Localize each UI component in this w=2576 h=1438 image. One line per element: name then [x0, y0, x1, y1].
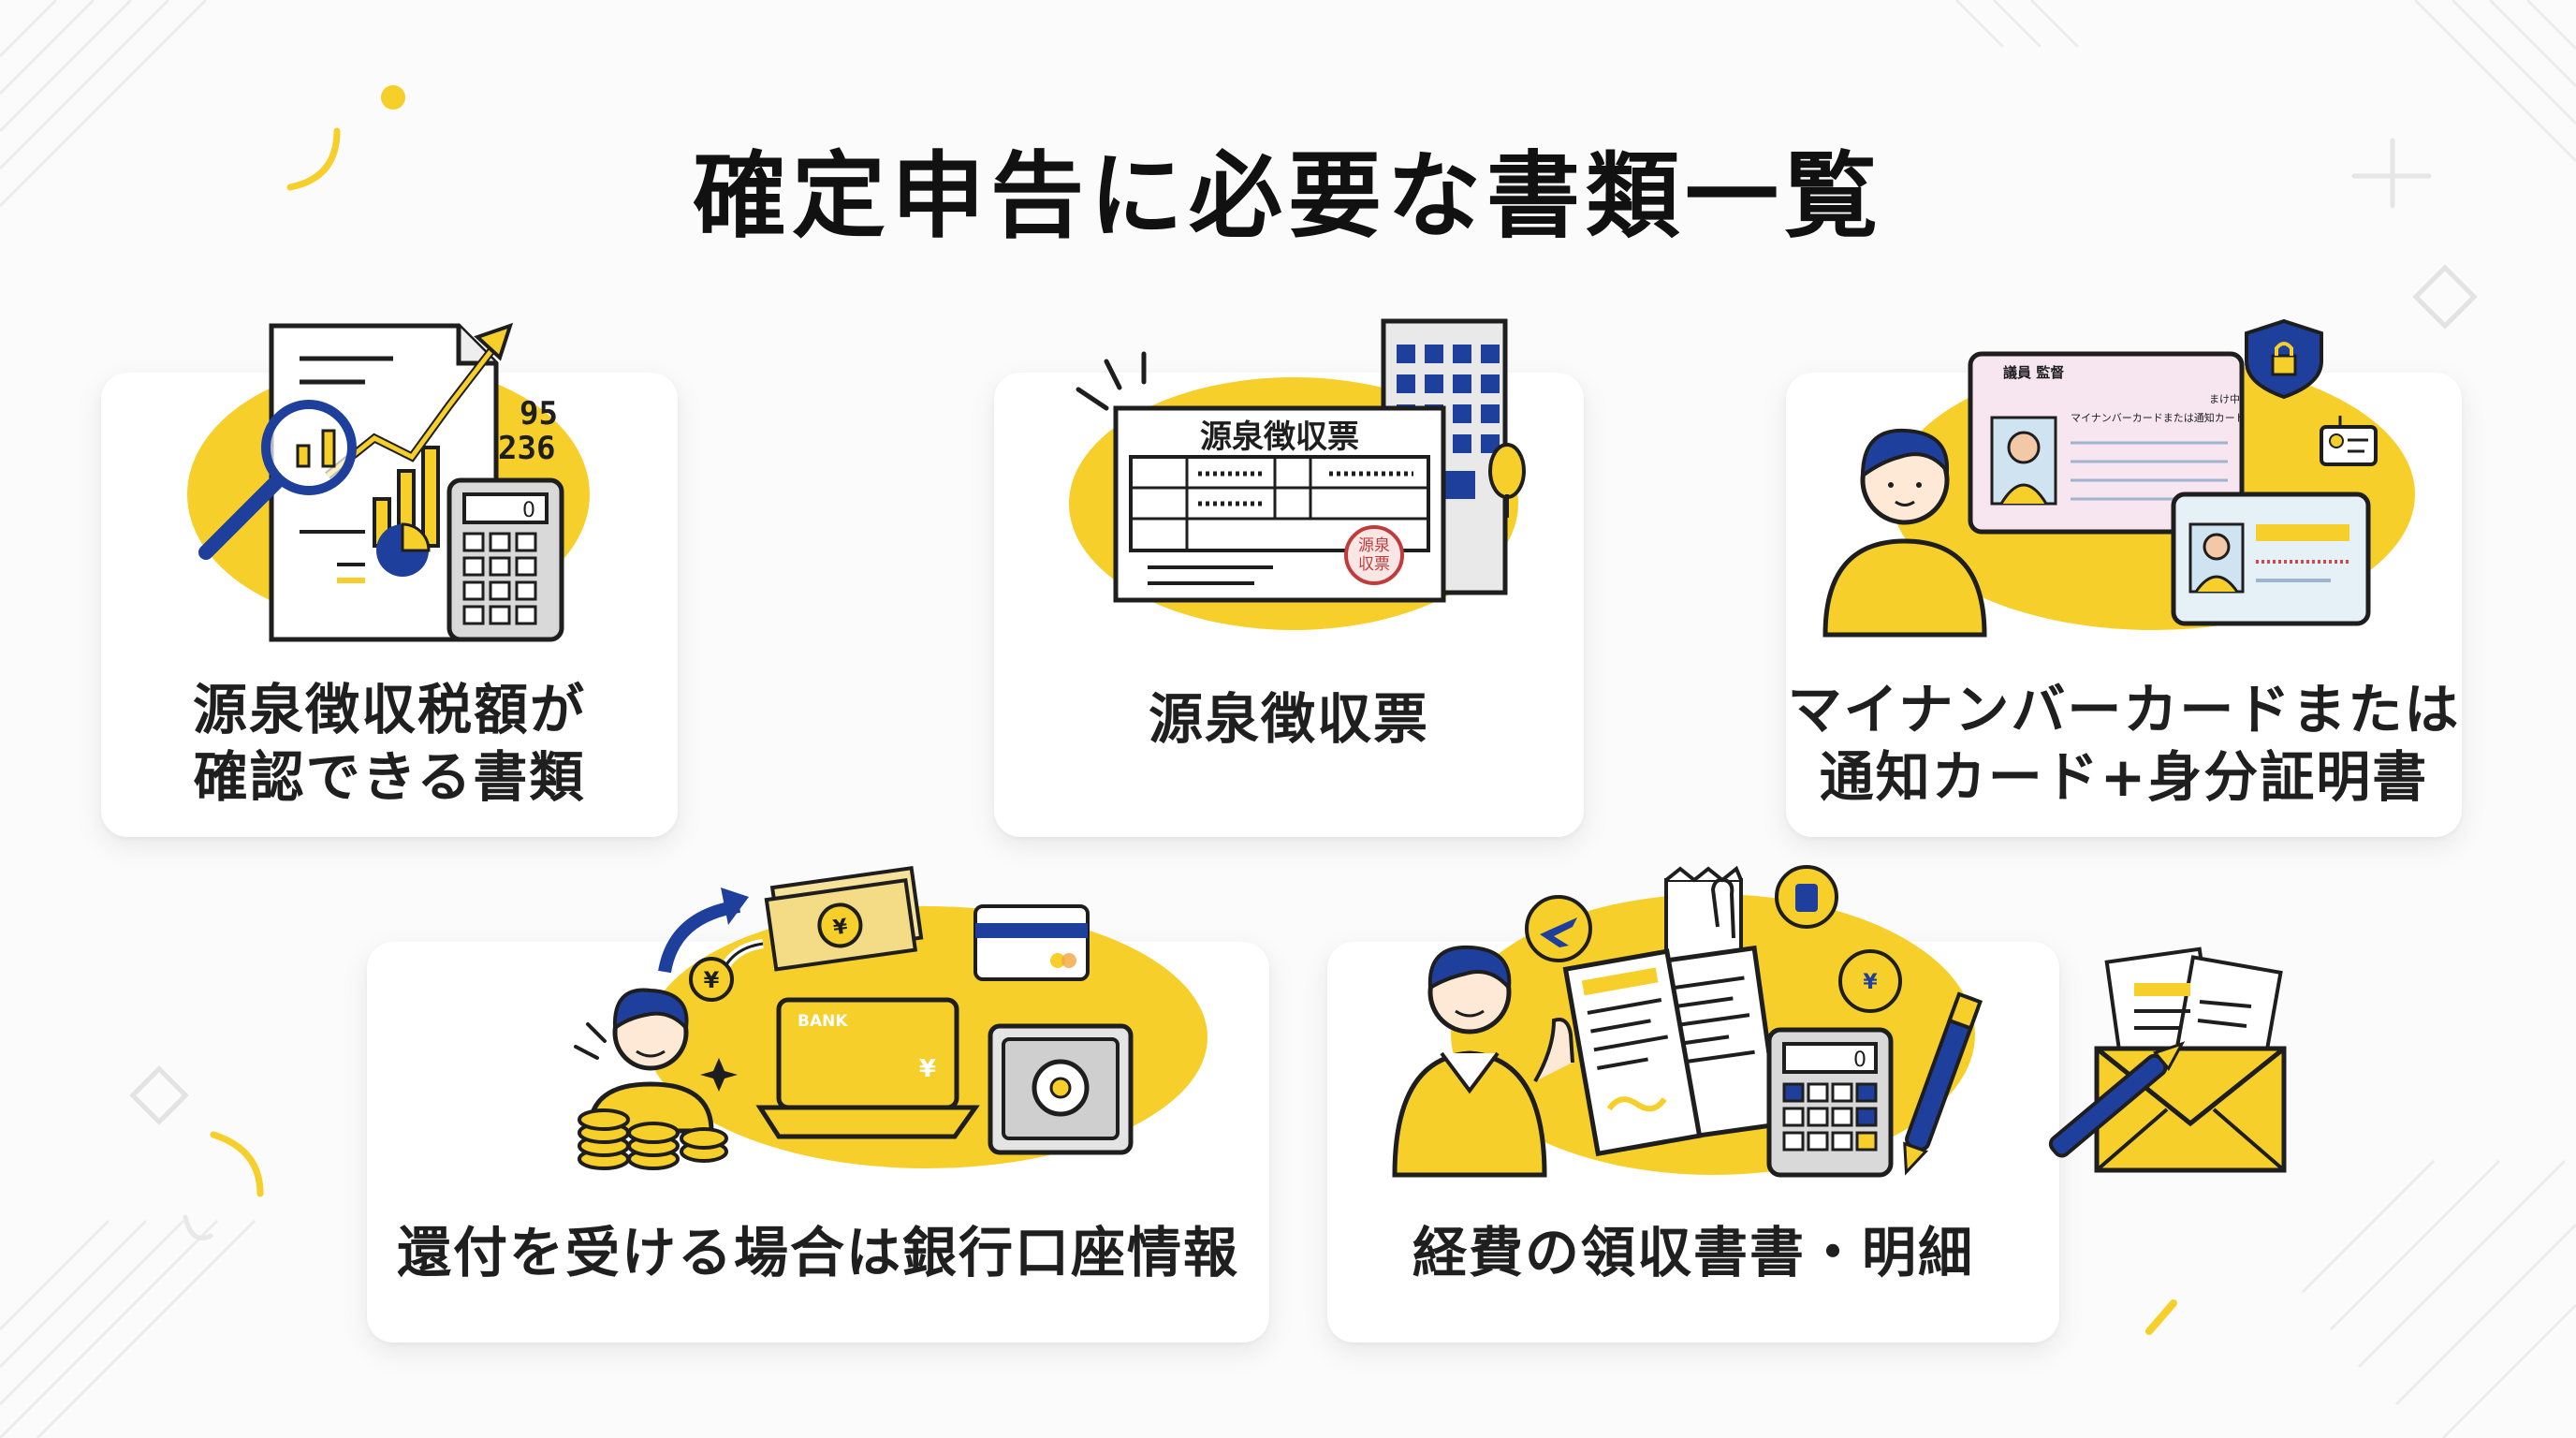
calc-display: 0 [522, 499, 535, 522]
receipts-calculator-icon: ¥ 0 [1392, 865, 2287, 1178]
card-5-line1: 経費の領収書書・明細 [1412, 1221, 1974, 1284]
card-3-line1: マイナンバーカードまたは [1787, 678, 2461, 741]
hatch-top-right [1954, 0, 2576, 163]
numbers-bottom: 236 [498, 430, 555, 467]
diamond-outline-left [129, 1065, 189, 1125]
card-3-line2: 通知カード+身分証明書 [1819, 745, 2429, 809]
card-3-text: マイナンバーカードまたは 通知カード+身分証明書 [1786, 676, 2462, 811]
card-1-text: 源泉徴収税額が 確認できる書類 [101, 676, 678, 811]
yen-note-text: ¥ [831, 915, 849, 940]
bank-label: BANK [798, 1012, 848, 1031]
yellow-dot [381, 85, 405, 110]
calc2-display: 0 [1853, 1049, 1866, 1072]
card-2-line1: 源泉徴収票 [1148, 687, 1429, 751]
yen-card-text: ¥ [919, 1055, 936, 1083]
id-caption: マイナンバーカードまたは通知カード [2071, 411, 2246, 424]
numbers-top: 95 [520, 395, 558, 433]
stamp-top: 源泉 [1358, 536, 1390, 555]
yen-coin-text: ¥ [704, 967, 720, 993]
hatch-bottom-right [2301, 1159, 2576, 1438]
page-title: 確定申告に必要な書類一覧 [693, 141, 1883, 251]
card-1-line1: 源泉徴収税額が [192, 678, 586, 741]
sparkle-outline [2351, 138, 2432, 209]
bank-money-safe-icon: ¥ ¥ BANK ¥ [574, 865, 1208, 1170]
withholding-slip-building-icon: 源泉徴収票 源泉 収票 [1069, 318, 1526, 630]
id-card-person-icon: 議員 監督 まけ中 マイナンバーカードまたは通知カード [1822, 318, 2415, 638]
card-5-text: 経費の領収書書・明細 [1327, 1219, 2059, 1286]
card-4-text: 還付を受ける場合は銀行口座情報 [367, 1219, 1269, 1286]
yellow-arc-top [286, 127, 341, 191]
yellow-dash [2145, 1299, 2177, 1335]
card-1-line2: 確認できる書類 [193, 745, 586, 809]
id-header: 議員 監督 [2003, 364, 2064, 381]
hatch-top-left [0, 0, 208, 208]
yellow-arc-bottom [210, 1131, 264, 1197]
diamond-outline-right [2412, 264, 2478, 330]
yen-bubble-text: ¥ [1863, 971, 1878, 994]
id-note: まけ中 [2209, 393, 2240, 405]
hatch-bottom-left [0, 1219, 256, 1438]
card-2-text: 源泉徴収票 [994, 685, 1584, 753]
card-4-line1: 還付を受ける場合は銀行口座情報 [396, 1221, 1239, 1284]
report-chart-calculator-icon: 95 236 0 [187, 322, 590, 642]
stamp-bottom: 収票 [1358, 555, 1390, 574]
slip-title: 源泉徴収票 [1200, 418, 1359, 456]
